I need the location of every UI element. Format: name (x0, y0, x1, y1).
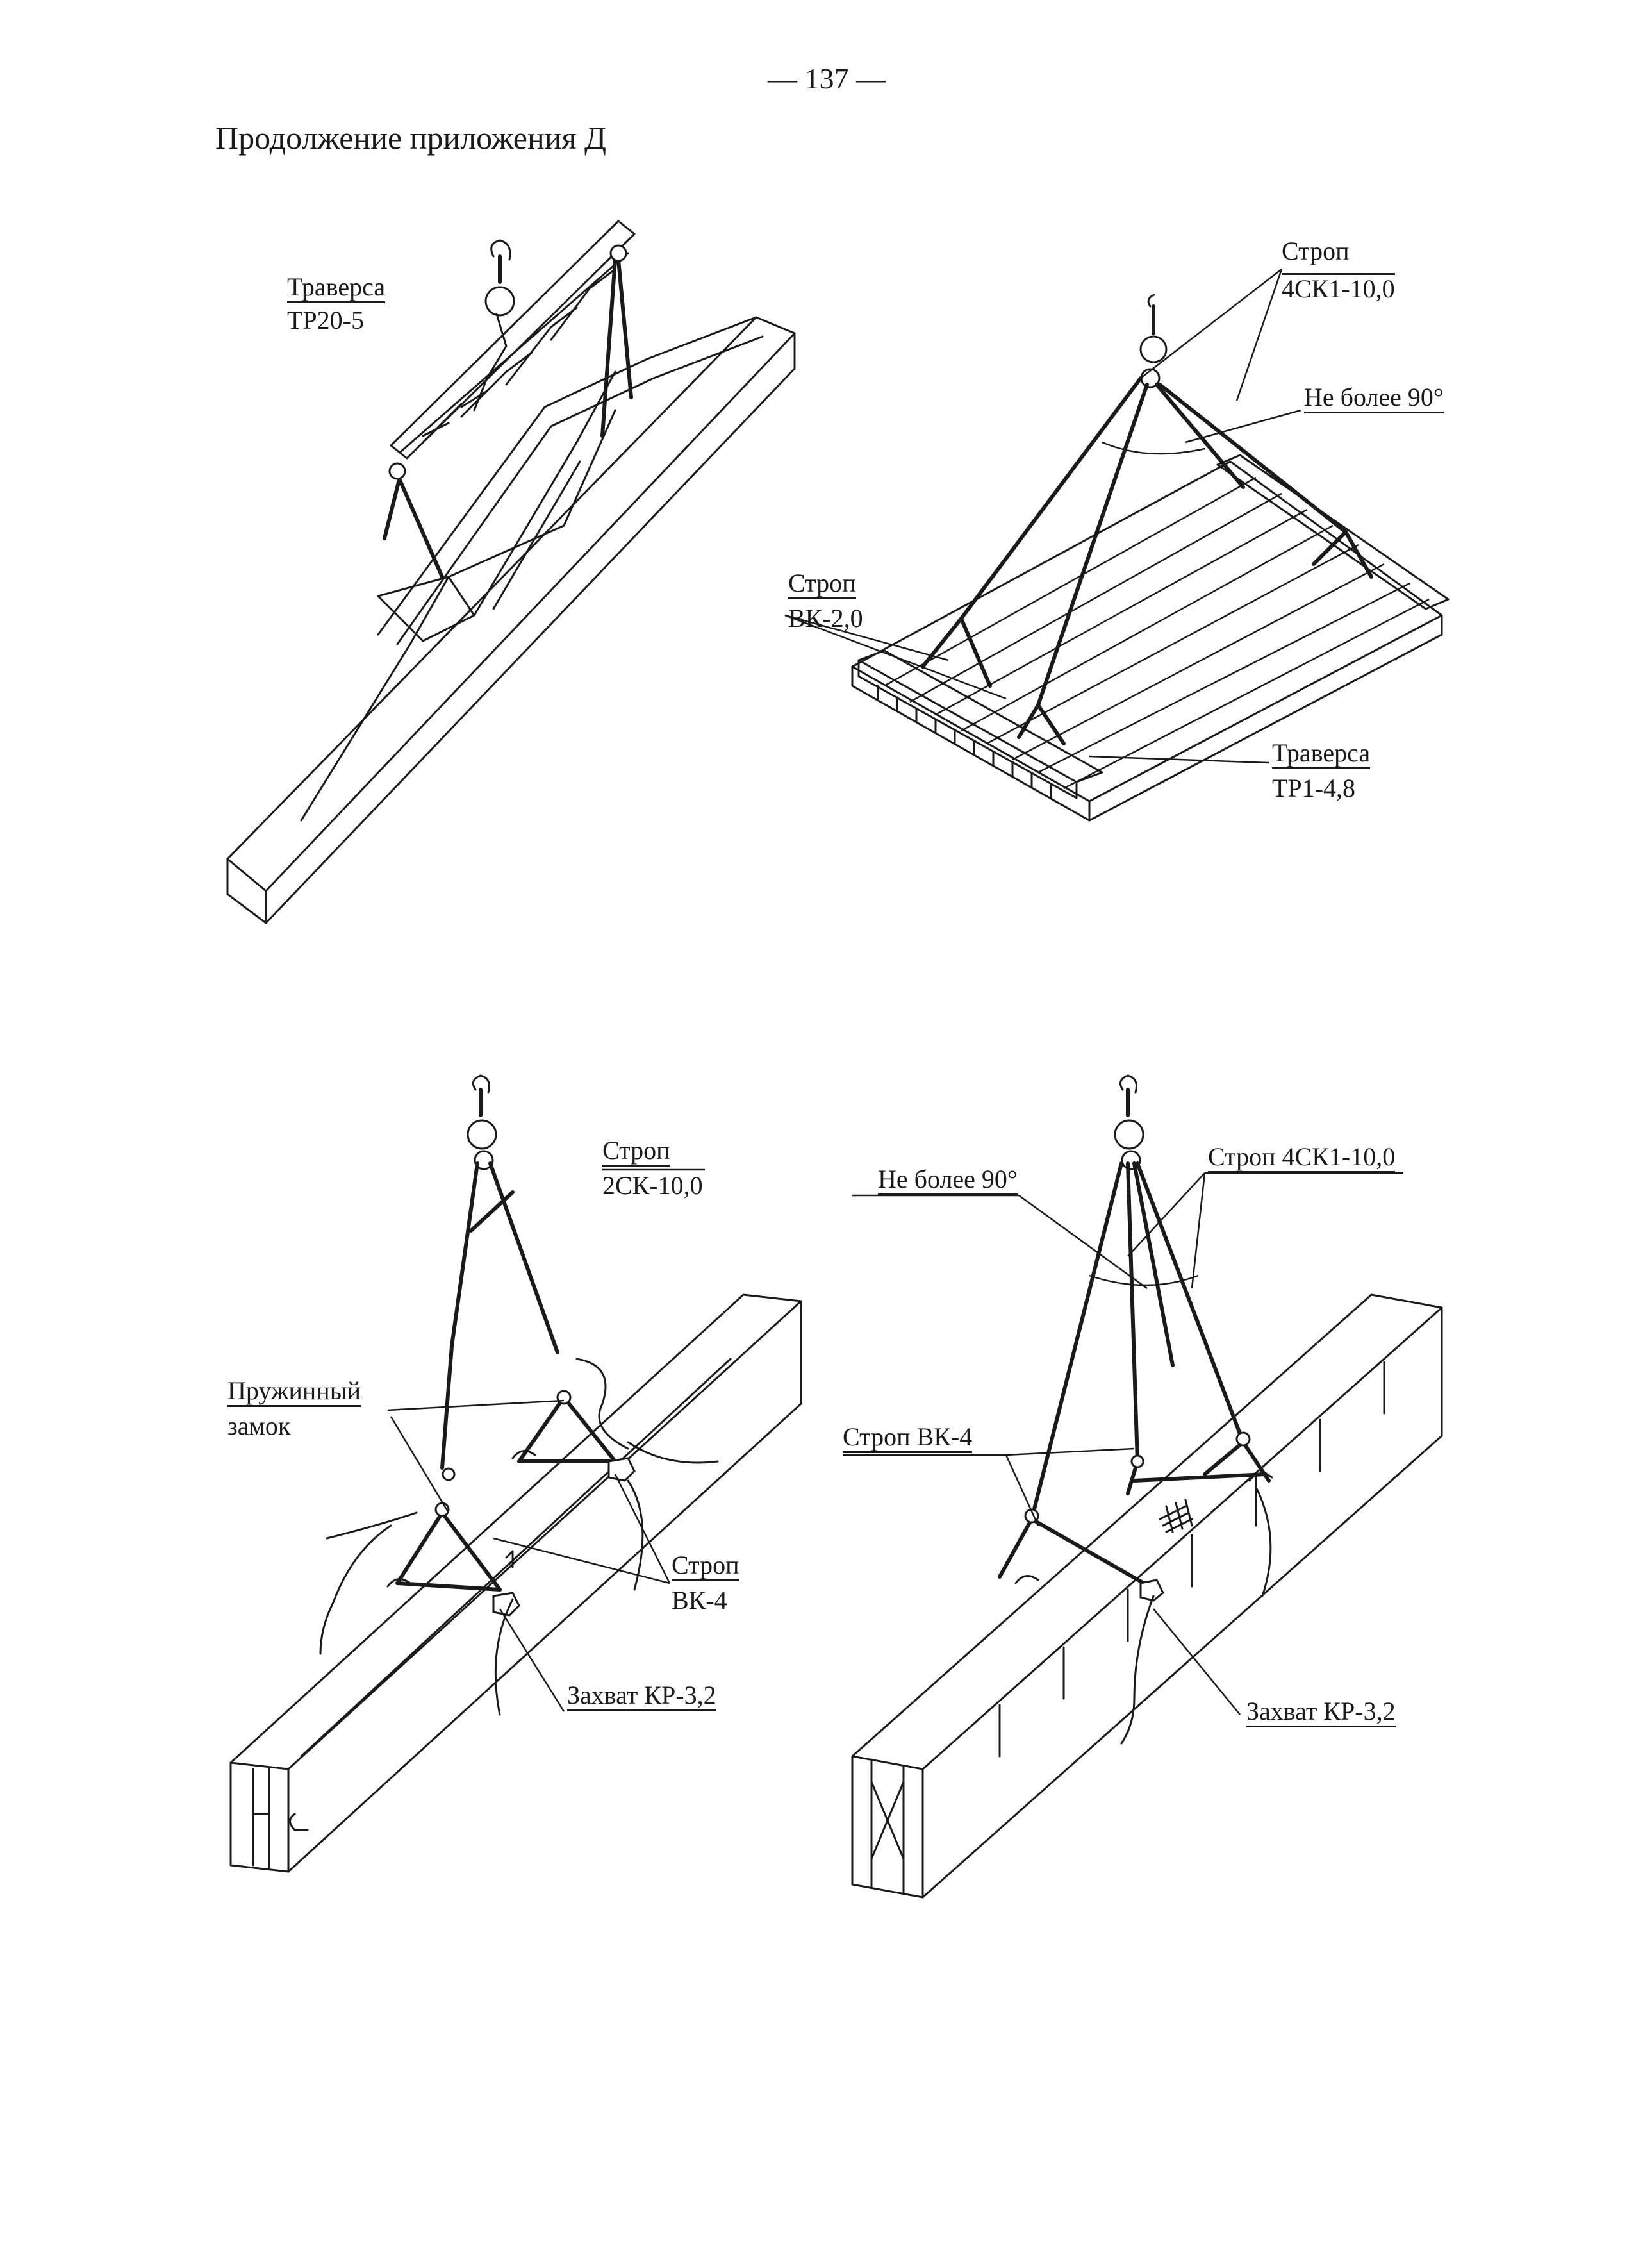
fig2-sling-model: 4СК1-10,0 (1282, 273, 1395, 303)
fig3-sling-label: Строп (602, 1138, 670, 1167)
fig2-sub-sling-model: ВК-2,0 (788, 604, 863, 633)
figure-1-truss-drawing (226, 220, 796, 924)
fig3-sling-model: 2СК-10,0 (602, 1171, 703, 1200)
fig4-grip-label: Захват КР-3,2 (1246, 1699, 1396, 1727)
fig3-grip-label: Захват КР-3,2 (567, 1683, 716, 1711)
figure-3-beam-drawing (229, 1074, 802, 1873)
fig4-sub-sling-label: Строп ВК-4 (843, 1424, 973, 1453)
fig2-sub-sling-label: Строп (788, 570, 856, 599)
page-heading: Продолжение приложения Д (215, 120, 607, 156)
figure-2-panel-drawing (784, 269, 1450, 822)
fig3-lock-label: Пружинный (227, 1378, 361, 1407)
fig2-angle-label: Не более 90° (1304, 385, 1444, 413)
fig1-traverse-label: Траверса (287, 274, 386, 303)
fig2-traverse-label: Траверса (1272, 740, 1371, 769)
fig3-sub-sling-label: Строп (672, 1552, 739, 1581)
fig4-sling-label: Строп 4СК1-10,0 (1208, 1144, 1396, 1173)
fig3-lock-label-2: замок (227, 1411, 291, 1440)
page-number: — 137 — (768, 62, 886, 95)
fig2-traverse-model: ТР1-4,8 (1272, 774, 1355, 803)
figure-4-beam-drawing (843, 1074, 1443, 1899)
fig1-traverse-model: ТР20-5 (287, 306, 364, 335)
fig2-sling-label: Строп (1282, 237, 1350, 265)
fig3-sub-sling-model: ВК-4 (672, 1586, 727, 1615)
fig4-angle-label: Не более 90° (878, 1167, 1018, 1195)
